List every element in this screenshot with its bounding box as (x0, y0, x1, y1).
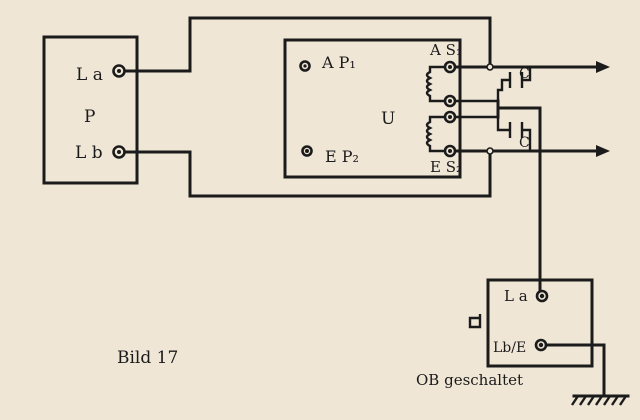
coil-icon-lower (425, 115, 450, 153)
coil-icon-upper (425, 65, 450, 103)
box-u (283, 38, 462, 179)
box-u-label-ap1: A P₁ (321, 53, 356, 72)
wire-ob-to-ground (541, 343, 606, 398)
mode-label: OB geschaltet (416, 371, 523, 389)
terminal-screw-icon-p-lb (112, 145, 126, 159)
terminal-screw-icon-u-ap1 (299, 60, 311, 72)
box-p-label-la: L a (76, 65, 103, 85)
terminal-screw-icon-u-mid-lower (443, 110, 457, 124)
terminal-screw-icon-u-as1 (443, 60, 457, 74)
junction-lower (486, 147, 494, 155)
box-u-label-es2: E S₂ (430, 158, 462, 176)
box-p-title: P (84, 107, 95, 127)
terminal-screw-icon-ob-la (535, 289, 549, 303)
box-u-title: U (381, 109, 395, 129)
wire-cap-lower (450, 115, 532, 151)
terminal-screw-icon-u-es2 (443, 144, 457, 158)
box-p (42, 35, 139, 185)
terminal-screw-icon-u-ep2 (301, 145, 313, 157)
box-p-label-lb: L b (75, 143, 103, 163)
wire-cap-upper (450, 67, 532, 103)
terminal-screw-icon-p-la (112, 64, 126, 78)
box-ob-label-la: L a (504, 287, 528, 305)
wire-cap-junction-to-ob (496, 99, 542, 298)
wire-la (119, 16, 492, 73)
box-u-label-ep2: E P₂ (325, 147, 359, 166)
figure-caption: Bild 17 (117, 348, 178, 368)
capacitor-lower-label: C (519, 135, 530, 151)
terminal-screw-icon-u-mid-upper (443, 94, 457, 108)
ground-icon (571, 394, 630, 406)
box-u-label-as1: A S₁ (429, 41, 462, 59)
switch-icon (468, 314, 482, 329)
box-ob-label-lbe: Lb/E (493, 340, 526, 356)
capacitor-upper-label: C (519, 66, 530, 82)
arrow-right-icon-upper (596, 61, 610, 73)
arrow-right-icon-lower (596, 145, 610, 157)
terminal-screw-icon-ob-lbe (534, 338, 548, 352)
junction-upper (486, 63, 494, 71)
wire-lb (119, 149, 492, 198)
